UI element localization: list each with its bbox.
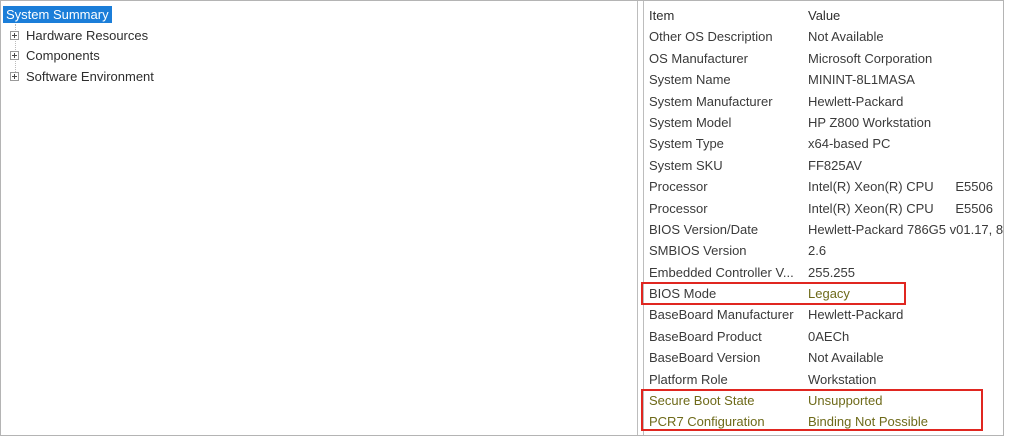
item-cell: SMBIOS Version (649, 243, 747, 259)
expand-plus-icon[interactable] (10, 51, 19, 61)
value-cell: Binding Not Possible (808, 414, 928, 430)
item-cell: BIOS Mode (649, 286, 717, 302)
table-row[interactable]: OS Manufacturer Microsoft Corporation (644, 48, 1003, 69)
item-cell: System Name (649, 72, 731, 88)
item-cell: BaseBoard Version (649, 350, 761, 366)
item-cell: System SKU (649, 157, 723, 173)
table-row[interactable]: System Name MININT-8L1MASA (644, 69, 1003, 90)
value-cell: Legacy (808, 286, 850, 302)
table-row[interactable]: Embedded Controller V... 255.255 (644, 262, 1003, 283)
table-row[interactable]: System Manufacturer Hewlett-Packard (644, 91, 1003, 112)
item-cell: Processor (649, 179, 708, 195)
item-cell: System Type (649, 136, 724, 152)
item-cell: PCR7 Configuration (649, 414, 765, 430)
table-row[interactable]: BIOS Mode Legacy (644, 283, 1003, 304)
value-cell: Not Available (808, 29, 884, 45)
value-cell: Hewlett-Packard (808, 93, 904, 109)
tree-item-label: Hardware Resources (26, 27, 149, 43)
value-cell: HP Z800 Workstation (808, 114, 932, 130)
tree-item-system-summary[interactable]: System Summary (3, 4, 637, 25)
item-cell: Embedded Controller V... (649, 264, 794, 280)
value-cell: Intel(R) Xeon(R) CPU E5506 (808, 200, 993, 216)
tree-item-label: System Summary (3, 5, 112, 23)
table-row[interactable]: Processor Intel(R) Xeon(R) CPU E5506 (644, 176, 1003, 197)
value-column-header[interactable]: Value (808, 8, 841, 23)
table-row[interactable]: BaseBoard Version Not Available (644, 347, 1003, 368)
value-cell: Microsoft Corporation (808, 50, 933, 66)
value-cell: Workstation (808, 371, 877, 387)
value-cell: 255.255 (808, 264, 855, 280)
item-column-header[interactable]: Item (649, 8, 675, 23)
item-cell: System Model (649, 114, 732, 130)
value-cell: Hewlett-Packard (808, 307, 904, 323)
table-row[interactable]: PCR7 Configuration Binding Not Possible (644, 411, 1003, 432)
table-row[interactable]: BaseBoard Product 0AECh (644, 326, 1003, 347)
table-row[interactable]: SMBIOS Version 2.6 (644, 240, 1003, 261)
value-cell: Intel(R) Xeon(R) CPU E5506 (808, 179, 993, 195)
value-cell: x64-based PC (808, 136, 891, 152)
table-row[interactable]: BIOS Version/Date Hewlett-Packard 786G5 v… (644, 219, 1003, 240)
item-cell: Secure Boot State (649, 393, 755, 409)
table-row[interactable]: System Model HP Z800 Workstation (644, 112, 1003, 133)
table-row[interactable]: BaseBoard Manufacturer Hewlett-Packard (644, 304, 1003, 325)
item-cell: Processor (649, 200, 708, 216)
item-cell: Other OS Description (649, 29, 773, 45)
item-cell: Platform Role (649, 371, 728, 387)
item-cell: System Manufacturer (649, 93, 773, 109)
item-cell: BaseBoard Manufacturer (649, 307, 794, 323)
table-row[interactable]: Other OS Description Not Available (644, 26, 1003, 47)
tree-item-label: Components (26, 48, 100, 64)
tree-item-label: Software Environment (26, 68, 154, 84)
table-row[interactable]: System SKU FF825AV (644, 155, 1003, 176)
table-row[interactable]: Platform Role Workstation (644, 369, 1003, 390)
value-cell: Hewlett-Packard 786G5 v01.17, 8/ (808, 221, 1003, 237)
value-cell: 2.6 (808, 243, 827, 259)
value-cell: Not Available (808, 350, 884, 366)
expand-plus-icon[interactable] (10, 71, 19, 81)
value-cell: Unsupported (808, 393, 883, 409)
item-cell: BaseBoard Product (649, 328, 762, 344)
item-cell: OS Manufacturer (649, 50, 748, 66)
item-cell: BIOS Version/Date (649, 221, 759, 237)
value-cell: MININT-8L1MASA (808, 72, 915, 88)
tree-item-components[interactable]: Components (3, 45, 637, 66)
value-cell: 0AECh (808, 328, 850, 344)
table-row[interactable]: System Type x64-based PC (644, 133, 1003, 154)
expand-plus-icon[interactable] (10, 30, 19, 40)
value-cell: FF825AV (808, 157, 862, 173)
table-row[interactable]: Processor Intel(R) Xeon(R) CPU E5506 (644, 198, 1003, 219)
table-row[interactable]: Secure Boot State Unsupported (644, 390, 1003, 411)
tree-item-software-environment[interactable]: Software Environment (3, 66, 637, 87)
list-header-row: Item Value (644, 5, 1003, 26)
tree-item-hardware-resources[interactable]: Hardware Resources (3, 25, 637, 46)
